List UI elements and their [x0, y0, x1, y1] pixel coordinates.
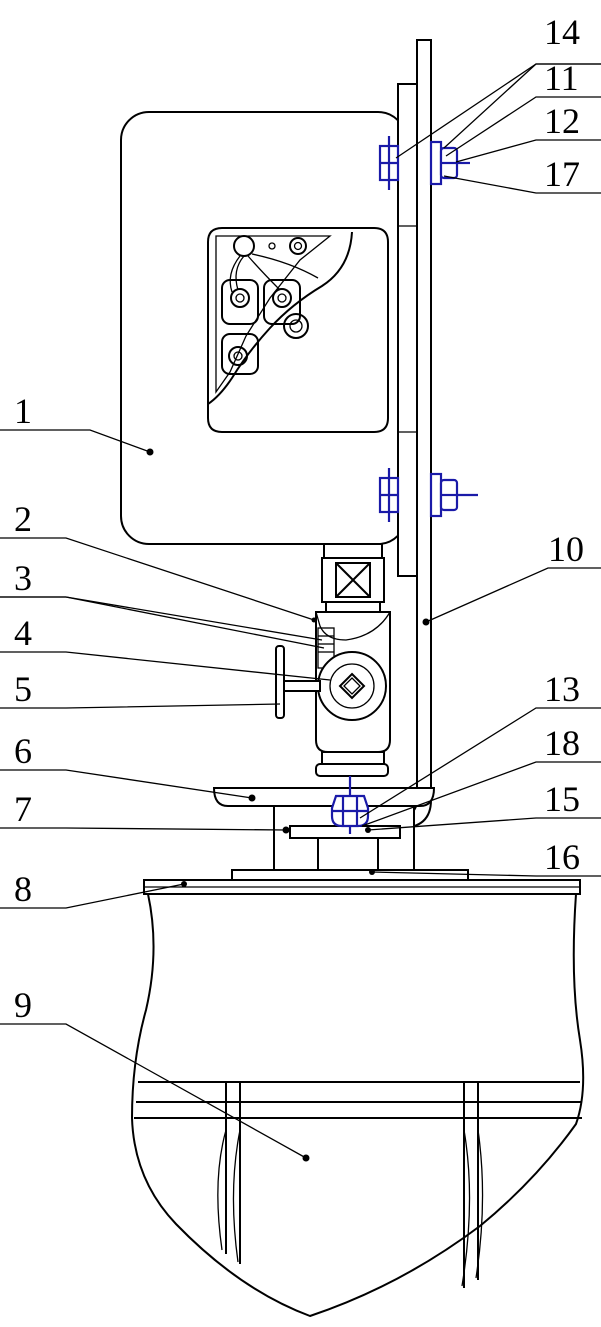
upper-bolt-assembly: [378, 136, 470, 190]
callout-labels: 1 2 3 4 5 6 7 8 9 10 11 12 13 14 15 16 1…: [14, 12, 584, 1025]
callout-7: 7: [14, 789, 32, 829]
callout-13: 13: [544, 669, 580, 709]
base-bolt: [330, 776, 370, 834]
pedestal: [231, 805, 469, 881]
callout-4: 4: [14, 613, 32, 653]
callout-5: 5: [14, 669, 32, 709]
lower-bolt-assembly: [378, 468, 478, 522]
connector-neck: [321, 543, 385, 613]
valve-body: [275, 611, 391, 777]
signal-head-housing: [120, 111, 407, 545]
leader-lines: [0, 63, 601, 1162]
callout-15: 15: [544, 779, 580, 819]
callout-12: 12: [544, 101, 580, 141]
cap-plate: [212, 787, 436, 807]
callout-11: 11: [544, 58, 579, 98]
callout-18: 18: [544, 723, 580, 763]
callout-1: 1: [14, 391, 32, 431]
callout-16: 16: [544, 837, 580, 877]
callout-17: 17: [544, 154, 580, 194]
callout-2: 2: [14, 499, 32, 539]
base-flange: [143, 879, 581, 895]
callout-3: 3: [14, 558, 32, 598]
callout-8: 8: [14, 869, 32, 909]
callout-9: 9: [14, 985, 32, 1025]
pole-housing: [130, 893, 585, 1318]
callout-14: 14: [544, 12, 580, 52]
callout-6: 6: [14, 731, 32, 771]
callout-10: 10: [548, 529, 584, 569]
